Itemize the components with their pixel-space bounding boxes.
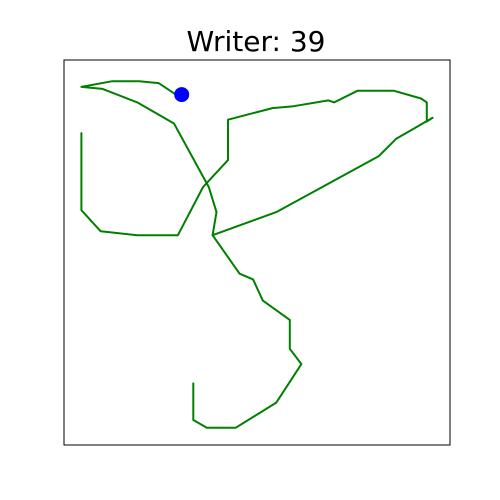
start-point-marker <box>174 87 190 103</box>
chart-title: Writer: 39 <box>187 25 326 58</box>
plot-area <box>63 59 451 446</box>
series-layer <box>80 80 434 429</box>
stroke-line-2 <box>80 89 434 237</box>
marker-layer <box>174 87 190 103</box>
